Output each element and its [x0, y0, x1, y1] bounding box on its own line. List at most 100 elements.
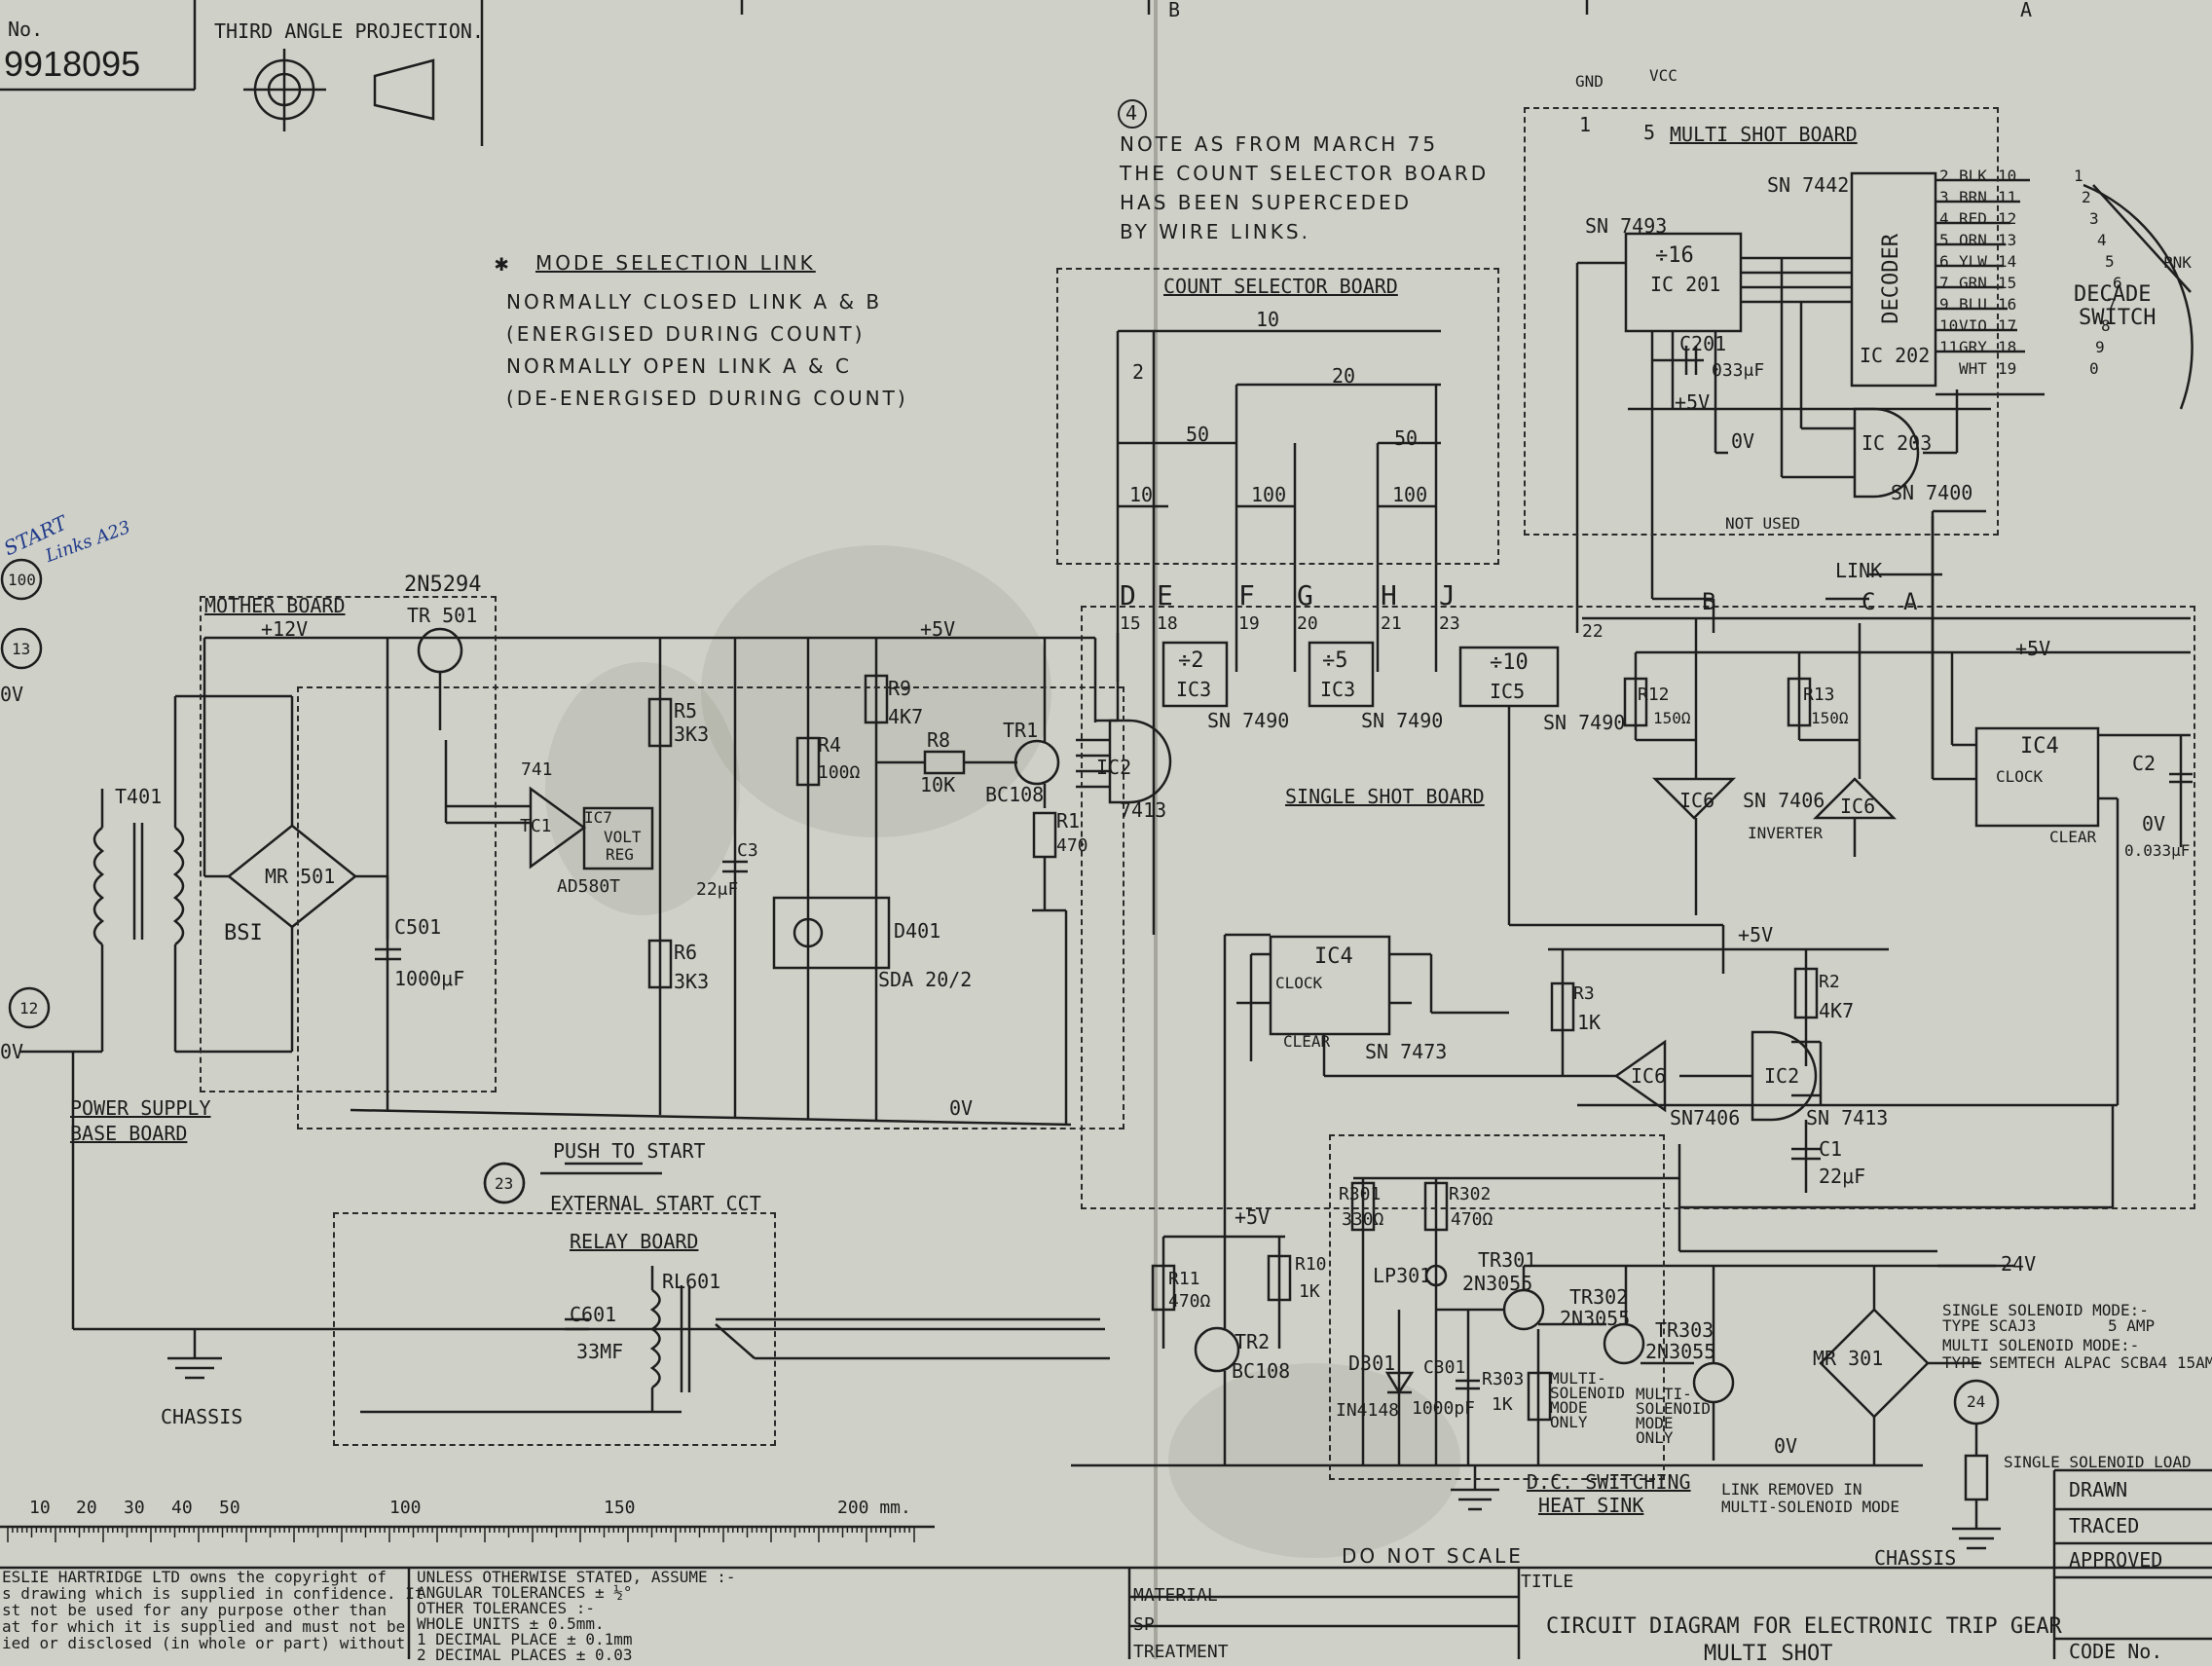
decoder-pin: 2 [1939, 167, 1949, 185]
relay-board [333, 1212, 776, 1446]
tr2-part: BC108 [1232, 1359, 1291, 1383]
ruler-label: 40 [171, 1498, 193, 1518]
traced-label: TRACED [2069, 1514, 2140, 1537]
multi-solenoid-line: SOLENOID [1550, 1384, 1626, 1402]
march-note-line: NOTE AS FROM MARCH 75 [1120, 132, 1439, 156]
plus5-ic201-label: +5V [1675, 390, 1711, 414]
c2-label: C2 [2132, 752, 2157, 775]
ic2a-label: IC2 [1096, 756, 1132, 779]
dim-2: 2 [1132, 360, 1145, 384]
tolerance-line: 1 DECIMAL PLACE ± 0.1mm [417, 1630, 633, 1648]
sn7406-label: SN 7406 [1743, 789, 1825, 812]
drawn-label: DRAWN [2069, 1478, 2128, 1501]
vcc-pin: 5 [1643, 121, 1656, 144]
ic3a-part: SN 7490 [1207, 709, 1290, 732]
copyright-line: ESLIE HARTRIDGE LTD owns the copyright o… [2, 1568, 387, 1586]
ic2b-label: IC2 [1764, 1064, 1800, 1088]
drawing-subtitle: MULTI SHOT [1704, 1642, 1833, 1666]
tolerance-line: ANGULAR TOLERANCES ± ½° [417, 1583, 633, 1602]
power-supply-board [297, 686, 1124, 1129]
mode-note-line: (ENERGISED DURING COUNT) [506, 322, 866, 346]
r301-value: 330Ω [1342, 1209, 1384, 1230]
tr2-label: TR2 [1235, 1330, 1271, 1353]
sn7473-label: SN 7473 [1365, 1040, 1448, 1063]
ic1-part: 741 [521, 759, 553, 780]
multi-solenoid-line: ONLY [1636, 1428, 1674, 1447]
wire-colour: BLU [1959, 295, 1987, 314]
tolerance-line: 2 DECIMAL PLACES ± 0.03 [417, 1646, 633, 1664]
ext-start-label: EXTERNAL START CCT [550, 1192, 761, 1215]
d301-label: D301 [1348, 1351, 1396, 1375]
single-mode-label: SINGLE SOLENOID MODE:- [1942, 1301, 2149, 1319]
mode-selection-title: MODE SELECTION LINK [535, 251, 816, 275]
terminal-pin: 20 [1297, 613, 1318, 634]
multi-solenoid-line: MODE [1636, 1414, 1674, 1432]
switch-position: 9 [2095, 338, 2105, 356]
ad580-label: AD580T [557, 876, 621, 897]
c3-value: 22μF [696, 879, 739, 900]
copyright-line: at for which it is supplied and must not… [2, 1617, 406, 1636]
decoder-pin: 10 [1939, 316, 1959, 335]
wire-colour: ORN [1959, 231, 1987, 249]
tr302-label: TR302 [1569, 1285, 1629, 1309]
note-marker [1118, 99, 1147, 129]
stain [545, 662, 740, 915]
tolerance-line: WHOLE UNITS ± 0.5mm. [417, 1614, 605, 1633]
single-shot-board [1081, 606, 2195, 1209]
march-note-line: THE COUNT SELECTOR BOARD [1120, 162, 1490, 185]
r9-label: R9 [888, 677, 912, 700]
march-note-line: BY WIRE LINKS. [1120, 220, 1310, 243]
asterisk-icon: ✱ [495, 249, 509, 277]
decoder-pin: 9 [1939, 295, 1949, 314]
copyright-line: ied or disclosed (in whole or part) with… [2, 1634, 406, 1652]
r10-label: R10 [1295, 1254, 1327, 1275]
node-12: 12 [19, 999, 39, 1018]
terminal-letter: F [1238, 579, 1255, 611]
r2-label: R2 [1819, 972, 1840, 992]
switch-terminal: 13 [1998, 231, 2017, 249]
r13-label: R13 [1803, 685, 1835, 705]
dim-20: 20 [1332, 364, 1356, 388]
tolerance-line: OTHER TOLERANCES :- [417, 1599, 596, 1617]
plus5-label: +5V [920, 617, 956, 641]
r9-value: 4K7 [888, 705, 924, 728]
sn7406b-label: SN7406 [1670, 1106, 1741, 1129]
ic4-top-name: IC4 [2020, 734, 2059, 759]
not-used-label: NOT USED [1725, 514, 1801, 533]
tolerance-line: UNLESS OTHERWISE STATED, ASSUME :- [417, 1568, 736, 1586]
switch-terminal: 12 [1998, 209, 2017, 228]
switch-position: 5 [2105, 252, 2115, 271]
sn7442-label: SN 7442 [1767, 173, 1850, 197]
ic3b-div: ÷5 [1322, 648, 1348, 673]
ruler-label: 200 mm. [837, 1498, 911, 1518]
decade-switch-1: DECADE [2074, 282, 2152, 307]
r5-label: R5 [674, 699, 698, 722]
ic201-div: ÷16 [1655, 243, 1694, 268]
sn7413-label: SN 7413 [1806, 1106, 1889, 1129]
switch-terminal: 17 [1998, 316, 2017, 335]
tr301-label: TR301 [1478, 1248, 1537, 1272]
c2-value: 0.033μF [2124, 841, 2191, 860]
terminal-letter: D [1120, 579, 1136, 611]
ic6a-label: IC6 [1679, 789, 1715, 812]
wire-colour: RED [1959, 209, 1987, 228]
decade-switch-2: SWITCH [2079, 306, 2157, 330]
r1-label: R1 [1056, 809, 1081, 833]
r8-value: 10K [920, 773, 956, 796]
inverter-label: INVERTER [1748, 824, 1824, 842]
r5-value: 3K3 [674, 722, 710, 746]
tr1-label: TR1 [1003, 719, 1039, 742]
copyright-line: s drawing which is supplied in confidenc… [2, 1584, 424, 1603]
reg-label: REG [606, 845, 634, 864]
wire-colour: GRN [1959, 274, 1987, 292]
tr501-label: TR 501 [407, 604, 478, 627]
ic3a-div: ÷2 [1178, 648, 1204, 673]
d401-label: D401 [894, 919, 941, 943]
single-type-label: TYPE SCAJ3 [1942, 1316, 2037, 1335]
wire-colour: BRN [1959, 188, 1987, 206]
ic1-label: TC1 [520, 816, 552, 836]
c601-value: 33MF [576, 1340, 624, 1363]
switch-terminal: 11 [1998, 188, 2017, 206]
ic5-div: ÷10 [1490, 650, 1529, 675]
ic203-label: IC 203 [1862, 431, 1933, 455]
